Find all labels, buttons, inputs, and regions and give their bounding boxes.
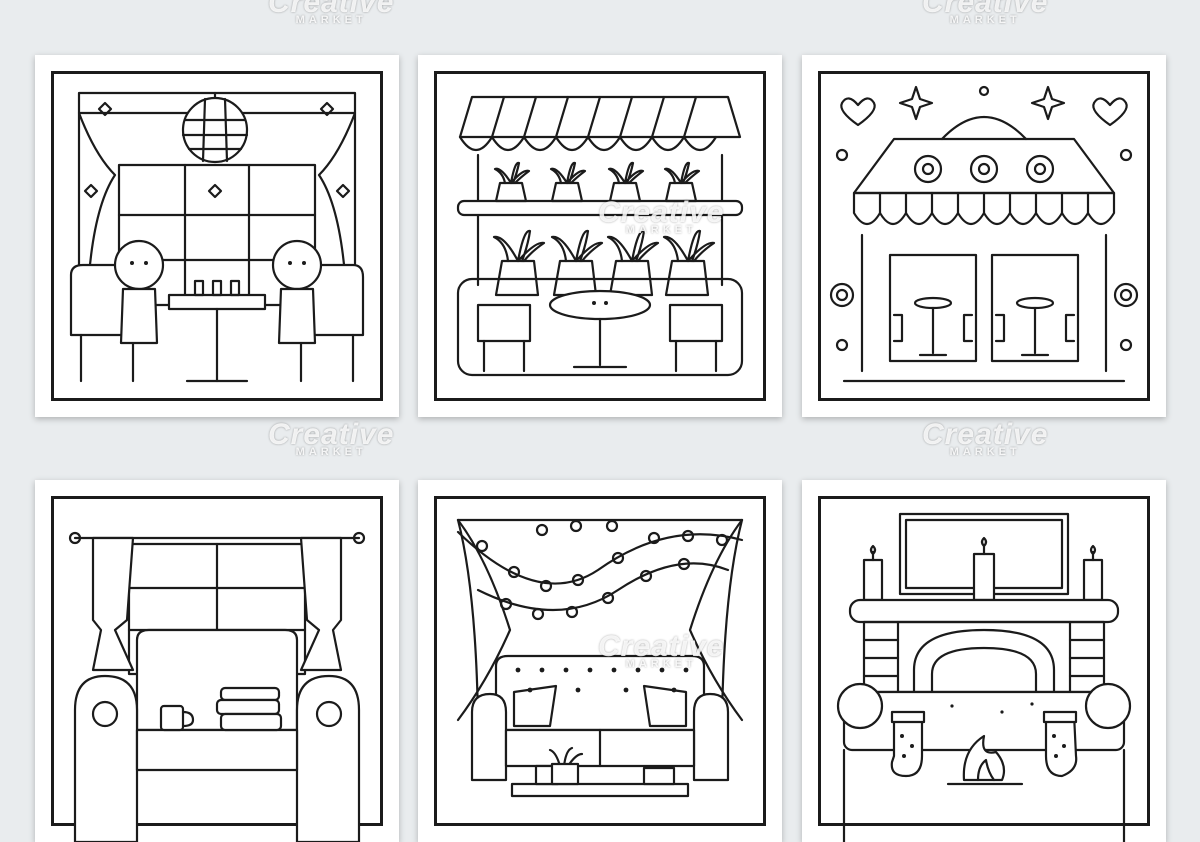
page-border bbox=[434, 71, 766, 401]
coloring-page-reading-armchair bbox=[35, 480, 399, 842]
coloring-page-disco-window bbox=[35, 55, 399, 417]
page-border bbox=[51, 71, 383, 401]
coloring-page-plant-shop bbox=[418, 55, 782, 417]
string-lights-sofa-illustration bbox=[456, 518, 744, 798]
coloring-page-string-lights-sofa bbox=[418, 480, 782, 842]
cafe-storefront-illustration bbox=[829, 85, 1139, 383]
reading-armchair-illustration bbox=[68, 531, 366, 842]
fireplace-illustration bbox=[836, 512, 1132, 842]
plant-shop-illustration bbox=[456, 95, 744, 377]
coloring-page-fireplace bbox=[802, 480, 1166, 842]
disco-window-illustration bbox=[69, 91, 365, 383]
page-border bbox=[818, 71, 1150, 401]
coloring-page-cafe-storefront bbox=[802, 55, 1166, 417]
